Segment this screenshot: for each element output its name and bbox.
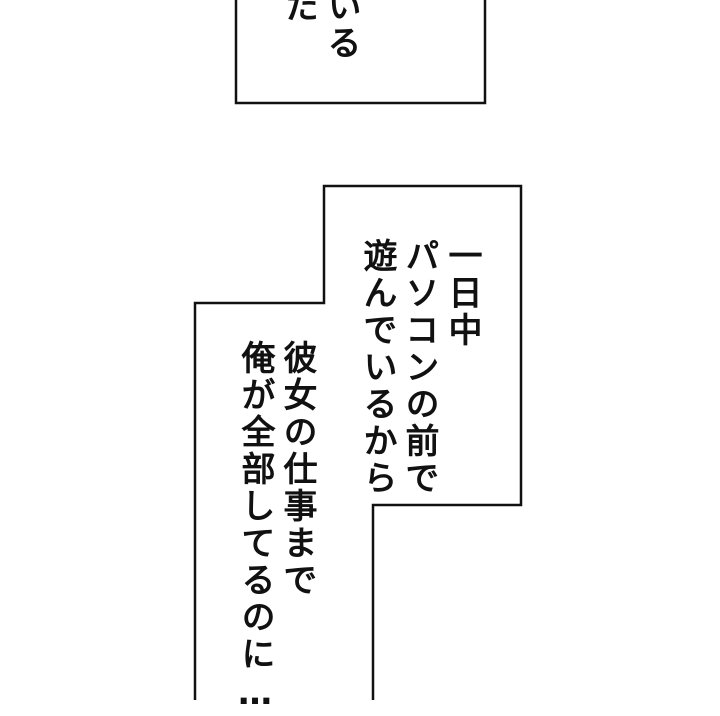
caption-box-main	[193, 184, 523, 700]
caption-main-line-3: 遊んでいるから	[357, 238, 397, 497]
caption-boxes-graphic	[193, 0, 523, 700]
manga-page: いる だ 一日中 パソコンの前で 遊んでいるから 彼女の仕事まで 俺が全部してる…	[193, 0, 523, 716]
caption-main-line-2: パソコンの前で	[399, 238, 439, 497]
caption-top-line-1: いる	[321, 0, 361, 62]
caption-main-line-4: 彼女の仕事まで	[277, 340, 317, 599]
caption-main-line-1: 一日中	[442, 238, 482, 349]
caption-top-line-2: だ	[279, 0, 319, 25]
caption-box-top	[234, 0, 487, 105]
caption-main-line-5: 俺が全部してるのに…	[235, 340, 275, 716]
